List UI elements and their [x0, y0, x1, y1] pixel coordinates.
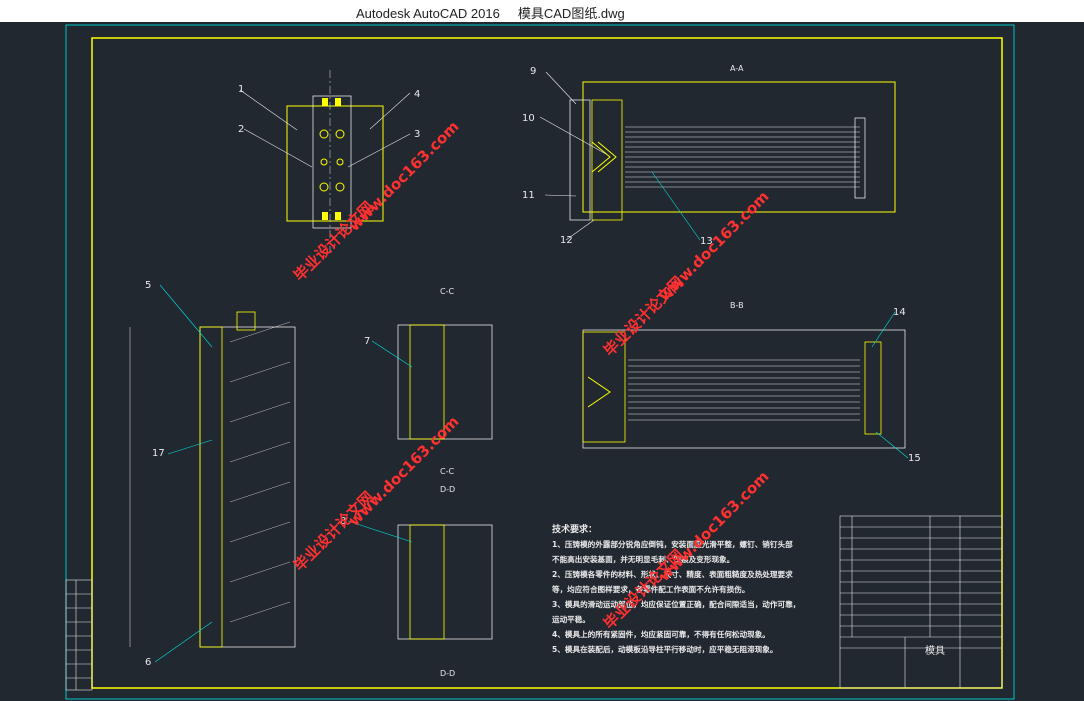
drawing-frame: [91, 37, 1003, 689]
watermark-text: www.doc163.com: [345, 117, 462, 234]
section-label-aa: A-A: [730, 64, 744, 73]
balloon-6: 6: [145, 657, 151, 668]
window-title-bar: Autodesk AutoCAD 2016 模具CAD图纸.dwg: [0, 0, 1084, 22]
watermark-text: www.doc163.com: [655, 187, 772, 304]
balloon-8: 8: [340, 516, 346, 527]
balloon-11: 11: [522, 190, 535, 201]
tech-req-line: 2、压铸模各零件的材料、形状、尺寸、精度、表面粗糙度及热处理要求: [552, 569, 793, 579]
section-label-dd-lower: D-D: [440, 669, 455, 678]
section-label-cc: C-C: [440, 287, 454, 296]
tech-req-heading: 技术要求：: [552, 523, 597, 535]
front-view: [239, 70, 411, 252]
long-section-view: [129, 284, 296, 663]
balloon-13: 13: [700, 236, 713, 247]
tech-req-line: 5、模具在装配后，动模板沿导柱平行移动时，应平稳无阻滞现象。: [552, 644, 778, 654]
title-block: [839, 515, 1003, 689]
section-label-cc-lower: C-C: [440, 467, 454, 476]
tech-req-line: 3、模具的滑动运动部位，均应保证位置正确，配合间隙适当，动作可靠，: [552, 599, 800, 609]
balloon-1: 1: [238, 84, 244, 95]
tech-req-line: 4、模具上的所有紧固件，均应紧固可靠，不得有任何松动现象。: [552, 629, 770, 639]
section-label-dd: D-D: [440, 485, 455, 494]
balloon-17: 17: [152, 448, 165, 459]
tech-req-line: 等，均应符合图样要求，各零件配工作表面不允许有损伤。: [552, 584, 749, 594]
left-margin-table: [65, 579, 93, 691]
tech-req-line: 1、压铸模的外露部分锐角应倒钝，安装面应光滑平整，螺钉、销钉头部: [552, 539, 793, 549]
balloon-14: 14: [893, 307, 906, 318]
section-label-bb: B-B: [730, 301, 744, 310]
drawing-canvas[interactable]: A-AB-BC-CD-DC-CD-D1234567891011121314151…: [0, 22, 1084, 701]
section-dd-view: [347, 520, 493, 640]
balloon-2: 2: [238, 124, 244, 135]
section-bb-view: [582, 311, 909, 459]
tech-req-line: 不能高出安装基面，并无明显毛刺、凹痕及变形现象。: [552, 554, 734, 564]
tech-req-line: 运动平稳。: [552, 614, 590, 624]
section-aa-view: [539, 71, 896, 241]
section-cc-view: [371, 324, 493, 440]
watermark-text: www.doc163.com: [655, 467, 772, 584]
title-block-name: 模具: [925, 645, 945, 657]
balloon-12: 12: [560, 235, 573, 246]
balloon-3: 3: [414, 129, 420, 140]
balloon-5: 5: [145, 280, 151, 291]
balloon-15: 15: [908, 453, 921, 464]
window-title: Autodesk AutoCAD 2016 模具CAD图纸.dwg: [356, 6, 625, 21]
balloon-9: 9: [530, 66, 536, 77]
outer-border: [65, 24, 1015, 700]
balloon-4: 4: [414, 89, 420, 100]
balloon-7: 7: [364, 336, 370, 347]
balloon-10: 10: [522, 113, 535, 124]
